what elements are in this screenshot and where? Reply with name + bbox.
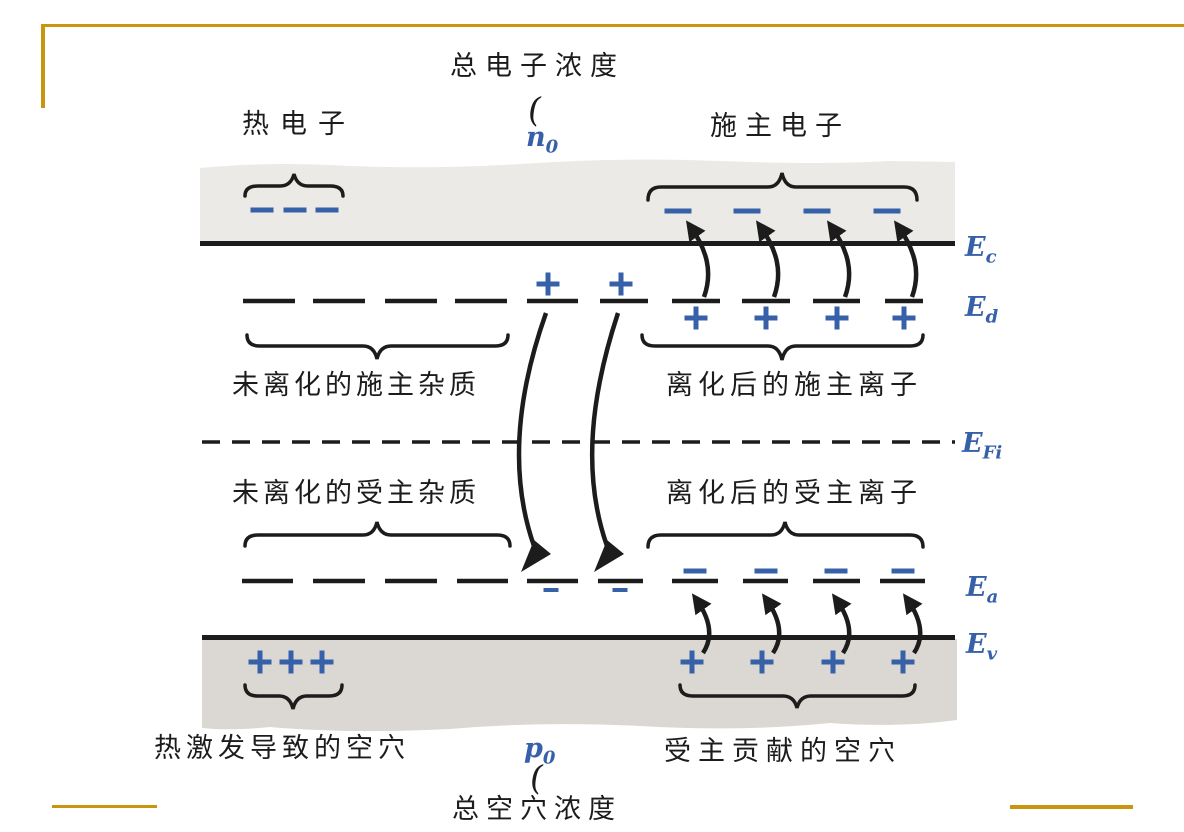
grouping-braces	[243, 172, 925, 710]
captured-electron-minus	[543, 588, 559, 592]
thermal-hole-plus	[248, 650, 272, 674]
ionized-donor-plus	[892, 306, 916, 330]
brace-donor-electrons	[646, 172, 919, 202]
label-ec: Ec	[965, 232, 997, 268]
slide-border-left-line	[41, 24, 45, 108]
label-ed: Ed	[965, 292, 999, 328]
label-ev: Ev	[966, 629, 998, 665]
acceptor-hole-plus	[891, 650, 915, 674]
slide-border-top-line	[42, 24, 1184, 27]
thermal-hole-plus	[279, 650, 303, 674]
captured-electron-minus	[612, 588, 628, 592]
label-ionized-donor-ions: 离化后的施主离子	[666, 370, 922, 401]
ionized-donor-plus	[684, 306, 708, 330]
label-thermal-electrons: 热电子	[242, 109, 356, 140]
ionized-donor-plus	[825, 306, 849, 330]
acceptor-hole-plus	[750, 650, 774, 674]
ionized-donor-plus	[754, 306, 778, 330]
thermal-electron-minus	[315, 207, 339, 213]
acceptor-hole-plus	[821, 650, 845, 674]
brace-ionized-acceptors	[646, 521, 925, 549]
donor-electron-minus	[803, 208, 831, 214]
compensated-donor-plus	[609, 272, 633, 296]
donor-electron-minus	[733, 208, 761, 214]
label-efi: EFi	[962, 428, 1003, 464]
brace-thermal-holes	[243, 683, 344, 710]
slide-border-bottom-right-line	[1010, 805, 1133, 809]
label-p0: p0	[524, 733, 556, 769]
brace-ionized-donors	[640, 333, 925, 361]
ionized-acceptor-minus	[891, 568, 915, 574]
label-n0: n0	[526, 122, 559, 158]
label-ionized-acceptor-ions: 离化后的受主离子	[666, 478, 922, 509]
brace-unionized-donors	[245, 333, 510, 360]
acceptor-ionization-arrows	[691, 593, 923, 655]
conduction-band-region	[200, 159, 955, 242]
donor-electron-minus	[664, 208, 692, 214]
brace-unionized-acceptors	[243, 521, 512, 548]
label-acceptor-contributed-holes: 受主贡献的空穴	[664, 736, 902, 767]
label-thermally-excited-holes: 热激发导致的空穴	[154, 733, 410, 764]
slide-border-bottom-left-line	[52, 805, 157, 808]
label-donor-electrons: 施主电子	[710, 111, 850, 142]
brace-acceptor-holes	[678, 683, 917, 709]
label-total-hole-concentration: 总空穴浓度	[452, 794, 622, 825]
ionized-acceptor-minus	[824, 568, 848, 574]
label-unionized-donor-impurities: 未离化的施主杂质	[232, 370, 480, 401]
acceptor-hole-plus	[680, 650, 704, 674]
thermal-electron-minus	[250, 207, 274, 213]
label-ea: Ea	[966, 572, 999, 608]
donor-ionization-arrows	[685, 220, 919, 298]
thermal-electron-minus	[283, 207, 307, 213]
thermal-hole-plus	[310, 650, 334, 674]
compensated-donor-plus	[536, 272, 560, 296]
compensation-arrows	[516, 312, 624, 572]
ionized-acceptor-minus	[754, 568, 778, 574]
label-total-electron-concentration: 总电子浓度	[450, 51, 625, 82]
donor-electron-minus	[873, 208, 901, 214]
ionized-acceptor-minus	[683, 568, 707, 574]
label-unionized-acceptor-impurities: 未离化的受主杂质	[232, 478, 480, 509]
brace-thermal-electrons	[243, 173, 345, 198]
